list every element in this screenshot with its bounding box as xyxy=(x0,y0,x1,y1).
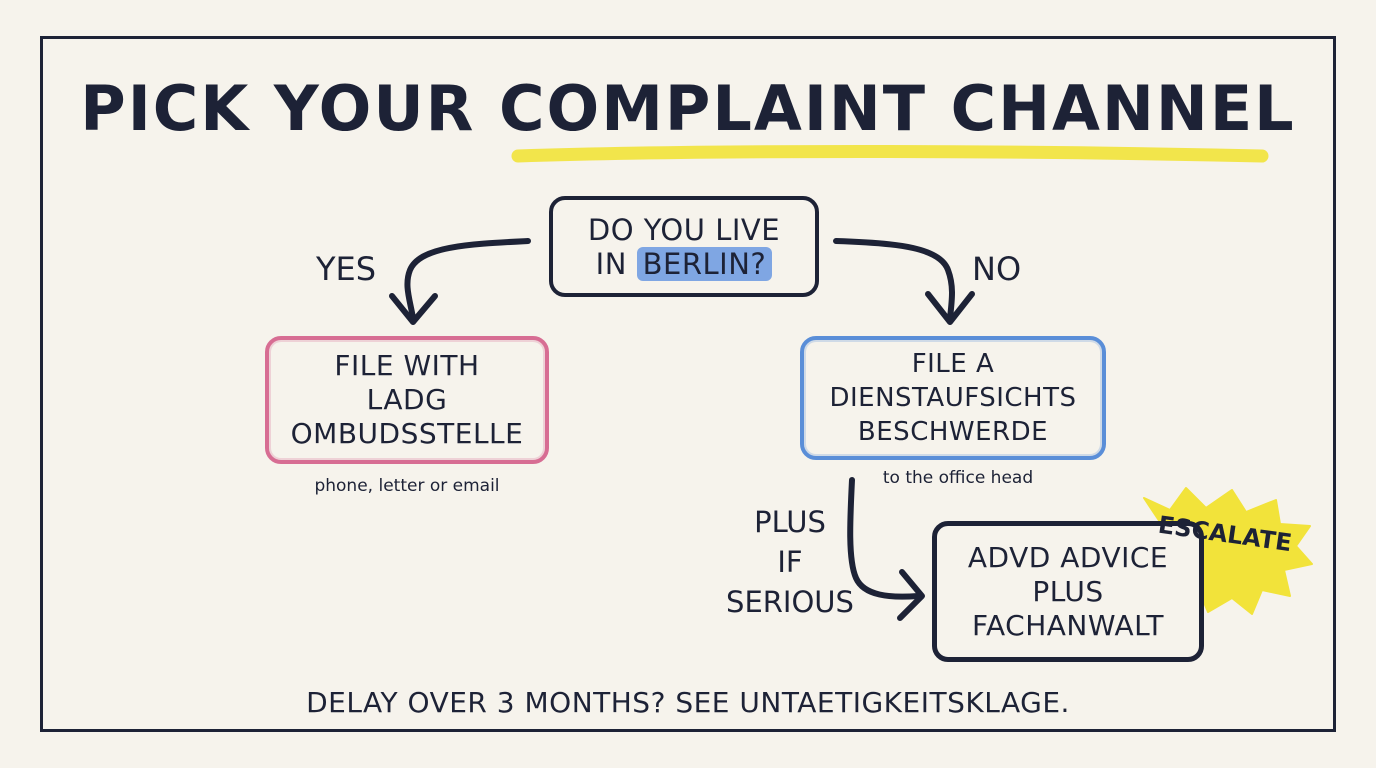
title-highlight: COMPLAINT CHANNEL xyxy=(499,72,1296,145)
esc-box-line-3: FACHANWALT xyxy=(971,608,1165,642)
condition-line-1: PLUS xyxy=(754,505,826,539)
title-prefix: PICK YOUR xyxy=(80,72,499,145)
question-line-1: DO YOU LIVE xyxy=(587,212,781,247)
ombudsstelle-box: FILE WITH LADG OMBUDSSTELLE xyxy=(265,336,549,464)
arrow-yes-icon xyxy=(389,238,531,325)
yes-box-note: phone, letter or email xyxy=(314,476,500,496)
no-box-note: to the office head xyxy=(882,468,1034,488)
escalation-condition: PLUS IF SERIOUS xyxy=(712,502,868,622)
no-box-line-2: DIENSTAUFSICHTS xyxy=(829,383,1077,413)
yes-box-line-1: FILE WITH xyxy=(334,349,480,382)
berlin-highlight: BERLIN? xyxy=(636,246,773,281)
arrow-no-icon xyxy=(833,238,975,325)
escalation-box: ADVD ADVICE PLUS FACHANWALT xyxy=(932,521,1204,662)
footer-note: DELAY OVER 3 MONTHS? SEE UNTAETIGKEITSKL… xyxy=(306,686,1070,719)
condition-line-3: SERIOUS xyxy=(726,585,854,619)
condition-line-2: IF xyxy=(777,545,803,579)
no-box-line-1: FILE A xyxy=(911,349,995,379)
question-box: DO YOU LIVE IN BERLIN? xyxy=(549,196,819,297)
no-label: NO xyxy=(972,250,1022,288)
page-title: PICK YOUR COMPLAINT CHANNEL xyxy=(80,72,1296,145)
yes-box-line-3: OMBUDSSTELLE xyxy=(290,417,524,450)
yes-box-line-2: LADG xyxy=(366,383,448,416)
arrow-escalate-icon xyxy=(847,477,925,621)
no-box-line-3: BESCHWERDE xyxy=(857,417,1049,447)
esc-box-line-2: PLUS xyxy=(1032,574,1104,608)
title-underline-highlight xyxy=(511,145,1269,163)
diagram-frame xyxy=(40,36,1336,732)
question-line-2: IN BERLIN? xyxy=(588,246,780,281)
esc-box-line-1: ADVD ADVICE xyxy=(967,540,1169,574)
yes-label: YES xyxy=(316,250,377,288)
dienstaufsicht-box: FILE A DIENSTAUFSICHTS BESCHWERDE xyxy=(800,336,1106,460)
